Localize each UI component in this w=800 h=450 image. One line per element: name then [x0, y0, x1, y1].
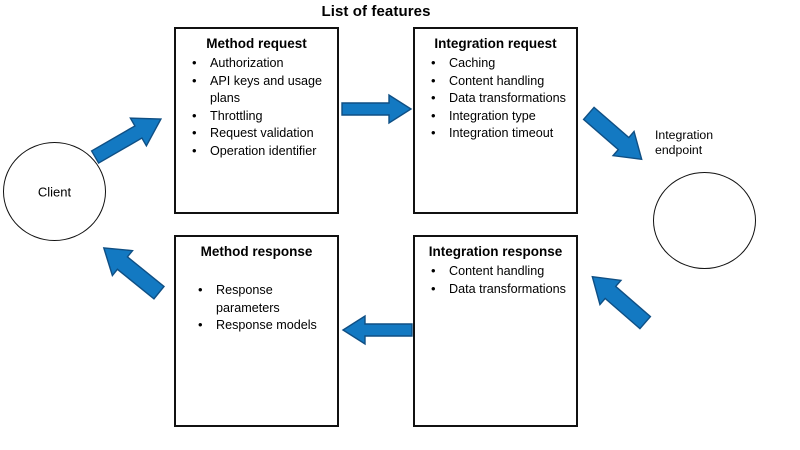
integration-response-title: Integration response — [428, 244, 563, 259]
method-request-bullets: Authorization API keys and usage plans T… — [176, 54, 337, 161]
list-item: Authorization — [192, 54, 331, 73]
method-request-box[interactable]: Method request Authorization API keys an… — [174, 27, 339, 214]
list-item: API keys and usage plans — [192, 72, 331, 108]
list-item: Content handling — [431, 262, 570, 281]
method-response-bullets: Response parameters Response models — [176, 281, 337, 335]
list-item: Data transformations — [431, 280, 570, 299]
method-response-box[interactable]: Method response Response parameters Resp… — [174, 235, 339, 427]
list-item: Operation identifier — [192, 142, 331, 161]
list-item: Content handling — [431, 72, 570, 91]
arrow-endpoint-to-integration-response — [580, 264, 656, 334]
arrow-method-request-to-integration-request — [341, 93, 413, 125]
list-item: Data transformations — [431, 89, 570, 108]
integration-endpoint-label-line2: endpoint — [655, 143, 703, 157]
integration-response-bullets: Content handling Data transformations — [415, 262, 576, 299]
integration-endpoint-label-line1: Integration — [655, 128, 714, 142]
integration-endpoint-label: Integration endpoint — [655, 128, 765, 158]
diagram-title-text: List of features — [321, 3, 431, 20]
list-item: Throttling — [192, 107, 331, 126]
integration-response-box[interactable]: Integration response Content handling Da… — [413, 235, 578, 427]
client-node[interactable]: Client — [3, 142, 106, 241]
integration-endpoint-node[interactable] — [653, 172, 756, 269]
list-item: Caching — [431, 54, 570, 73]
client-label: Client — [37, 184, 72, 199]
arrow-integration-request-to-endpoint — [578, 103, 654, 171]
integration-request-title: Integration request — [434, 36, 557, 51]
integration-request-bullets: Caching Content handling Data transforma… — [415, 54, 576, 143]
list-item: Response models — [198, 316, 331, 335]
list-item: Integration type — [431, 107, 570, 126]
list-item: Response parameters — [198, 281, 331, 317]
list-item: Integration timeout — [431, 124, 570, 143]
diagram-title: List of features — [0, 3, 800, 20]
arrow-client-to-method-request — [86, 110, 170, 166]
method-response-title: Method response — [200, 244, 313, 259]
list-item: Request validation — [192, 124, 331, 143]
method-request-title: Method request — [206, 36, 307, 51]
integration-request-box[interactable]: Integration request Caching Content hand… — [413, 27, 578, 214]
arrow-method-response-to-client — [92, 238, 170, 302]
arrow-integration-response-to-method-response — [341, 314, 413, 346]
